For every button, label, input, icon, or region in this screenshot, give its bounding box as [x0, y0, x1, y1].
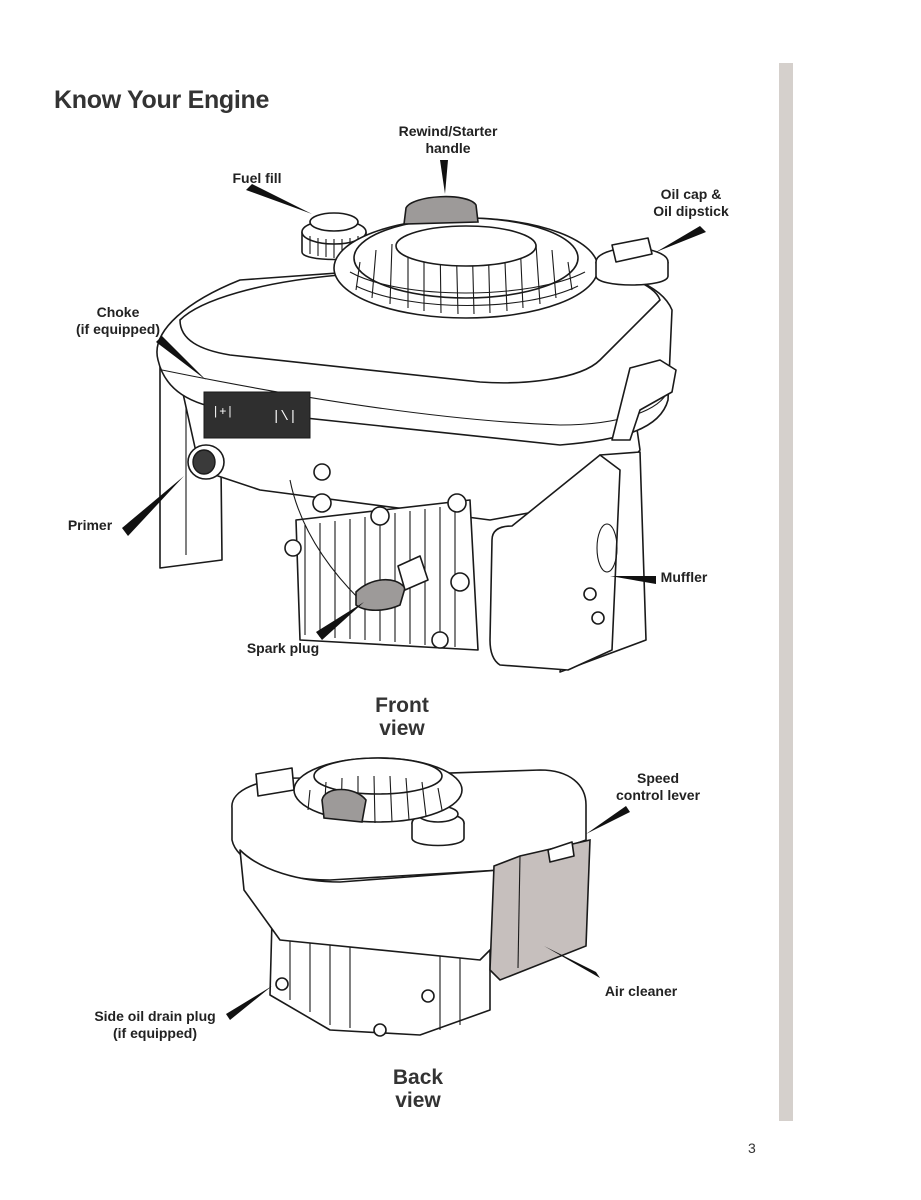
choke-plate [203, 391, 311, 439]
label-spark-plug: Spark plug [238, 640, 328, 657]
caption-text: view [379, 717, 425, 740]
caption-text: view [395, 1089, 441, 1112]
starter-handle [403, 195, 479, 225]
back-view-engine [231, 757, 591, 1037]
front-view-caption: Front view [342, 694, 462, 740]
label-text: Air cleaner [604, 983, 678, 999]
caption-text: Front [375, 694, 429, 717]
page-edge-bar [779, 63, 793, 1121]
pointer-arrows [122, 160, 706, 1020]
label-primer: Primer [62, 517, 118, 534]
label-side-oil-drain-plug: Side oil drain plug (if equipped) [80, 1008, 230, 1042]
label-oil-cap-dipstick: Oil cap & Oil dipstick [638, 186, 744, 220]
air-cleaner [489, 838, 591, 981]
oil-cap [595, 237, 669, 286]
label-rewind-starter-handle: Rewind/Starter handle [384, 123, 512, 157]
label-text: handle [425, 140, 471, 156]
label-fuel-fill: Fuel fill [222, 170, 292, 187]
caption-text: Back [392, 1066, 444, 1089]
primer-bulb [192, 449, 216, 475]
label-text: Rewind/Starter [398, 123, 498, 139]
label-choke: Choke (if equipped) [66, 304, 170, 338]
label-text: Primer [67, 517, 113, 533]
muffler [489, 451, 647, 673]
bolts [284, 463, 470, 649]
label-text: Speed [636, 770, 679, 786]
starter-grille [333, 217, 599, 319]
spark-plug-boot [355, 579, 406, 612]
page-number: 3 [748, 1140, 756, 1156]
label-text: control lever [615, 787, 701, 803]
svg-text:|+|: |+| [212, 405, 234, 419]
label-text: (if equipped) [113, 1025, 197, 1041]
label-text: Oil dipstick [653, 203, 729, 219]
label-text: Fuel fill [232, 170, 282, 186]
label-speed-control-lever: Speed control lever [606, 770, 710, 804]
label-text: Choke [96, 304, 140, 320]
svg-text:|\|: |\| [272, 409, 297, 425]
page-title: Know Your Engine [54, 86, 270, 114]
back-view-caption: Back view [358, 1066, 478, 1112]
label-text: (if equipped) [76, 321, 160, 337]
label-text: Spark plug [246, 640, 320, 656]
label-air-cleaner: Air cleaner [596, 983, 686, 1000]
label-text: Side oil drain plug [94, 1008, 216, 1024]
front-view-engine: |+| |\| [156, 195, 677, 673]
label-text: Oil cap & [660, 186, 722, 202]
label-muffler: Muffler [656, 569, 712, 586]
label-text: Muffler [660, 569, 708, 585]
